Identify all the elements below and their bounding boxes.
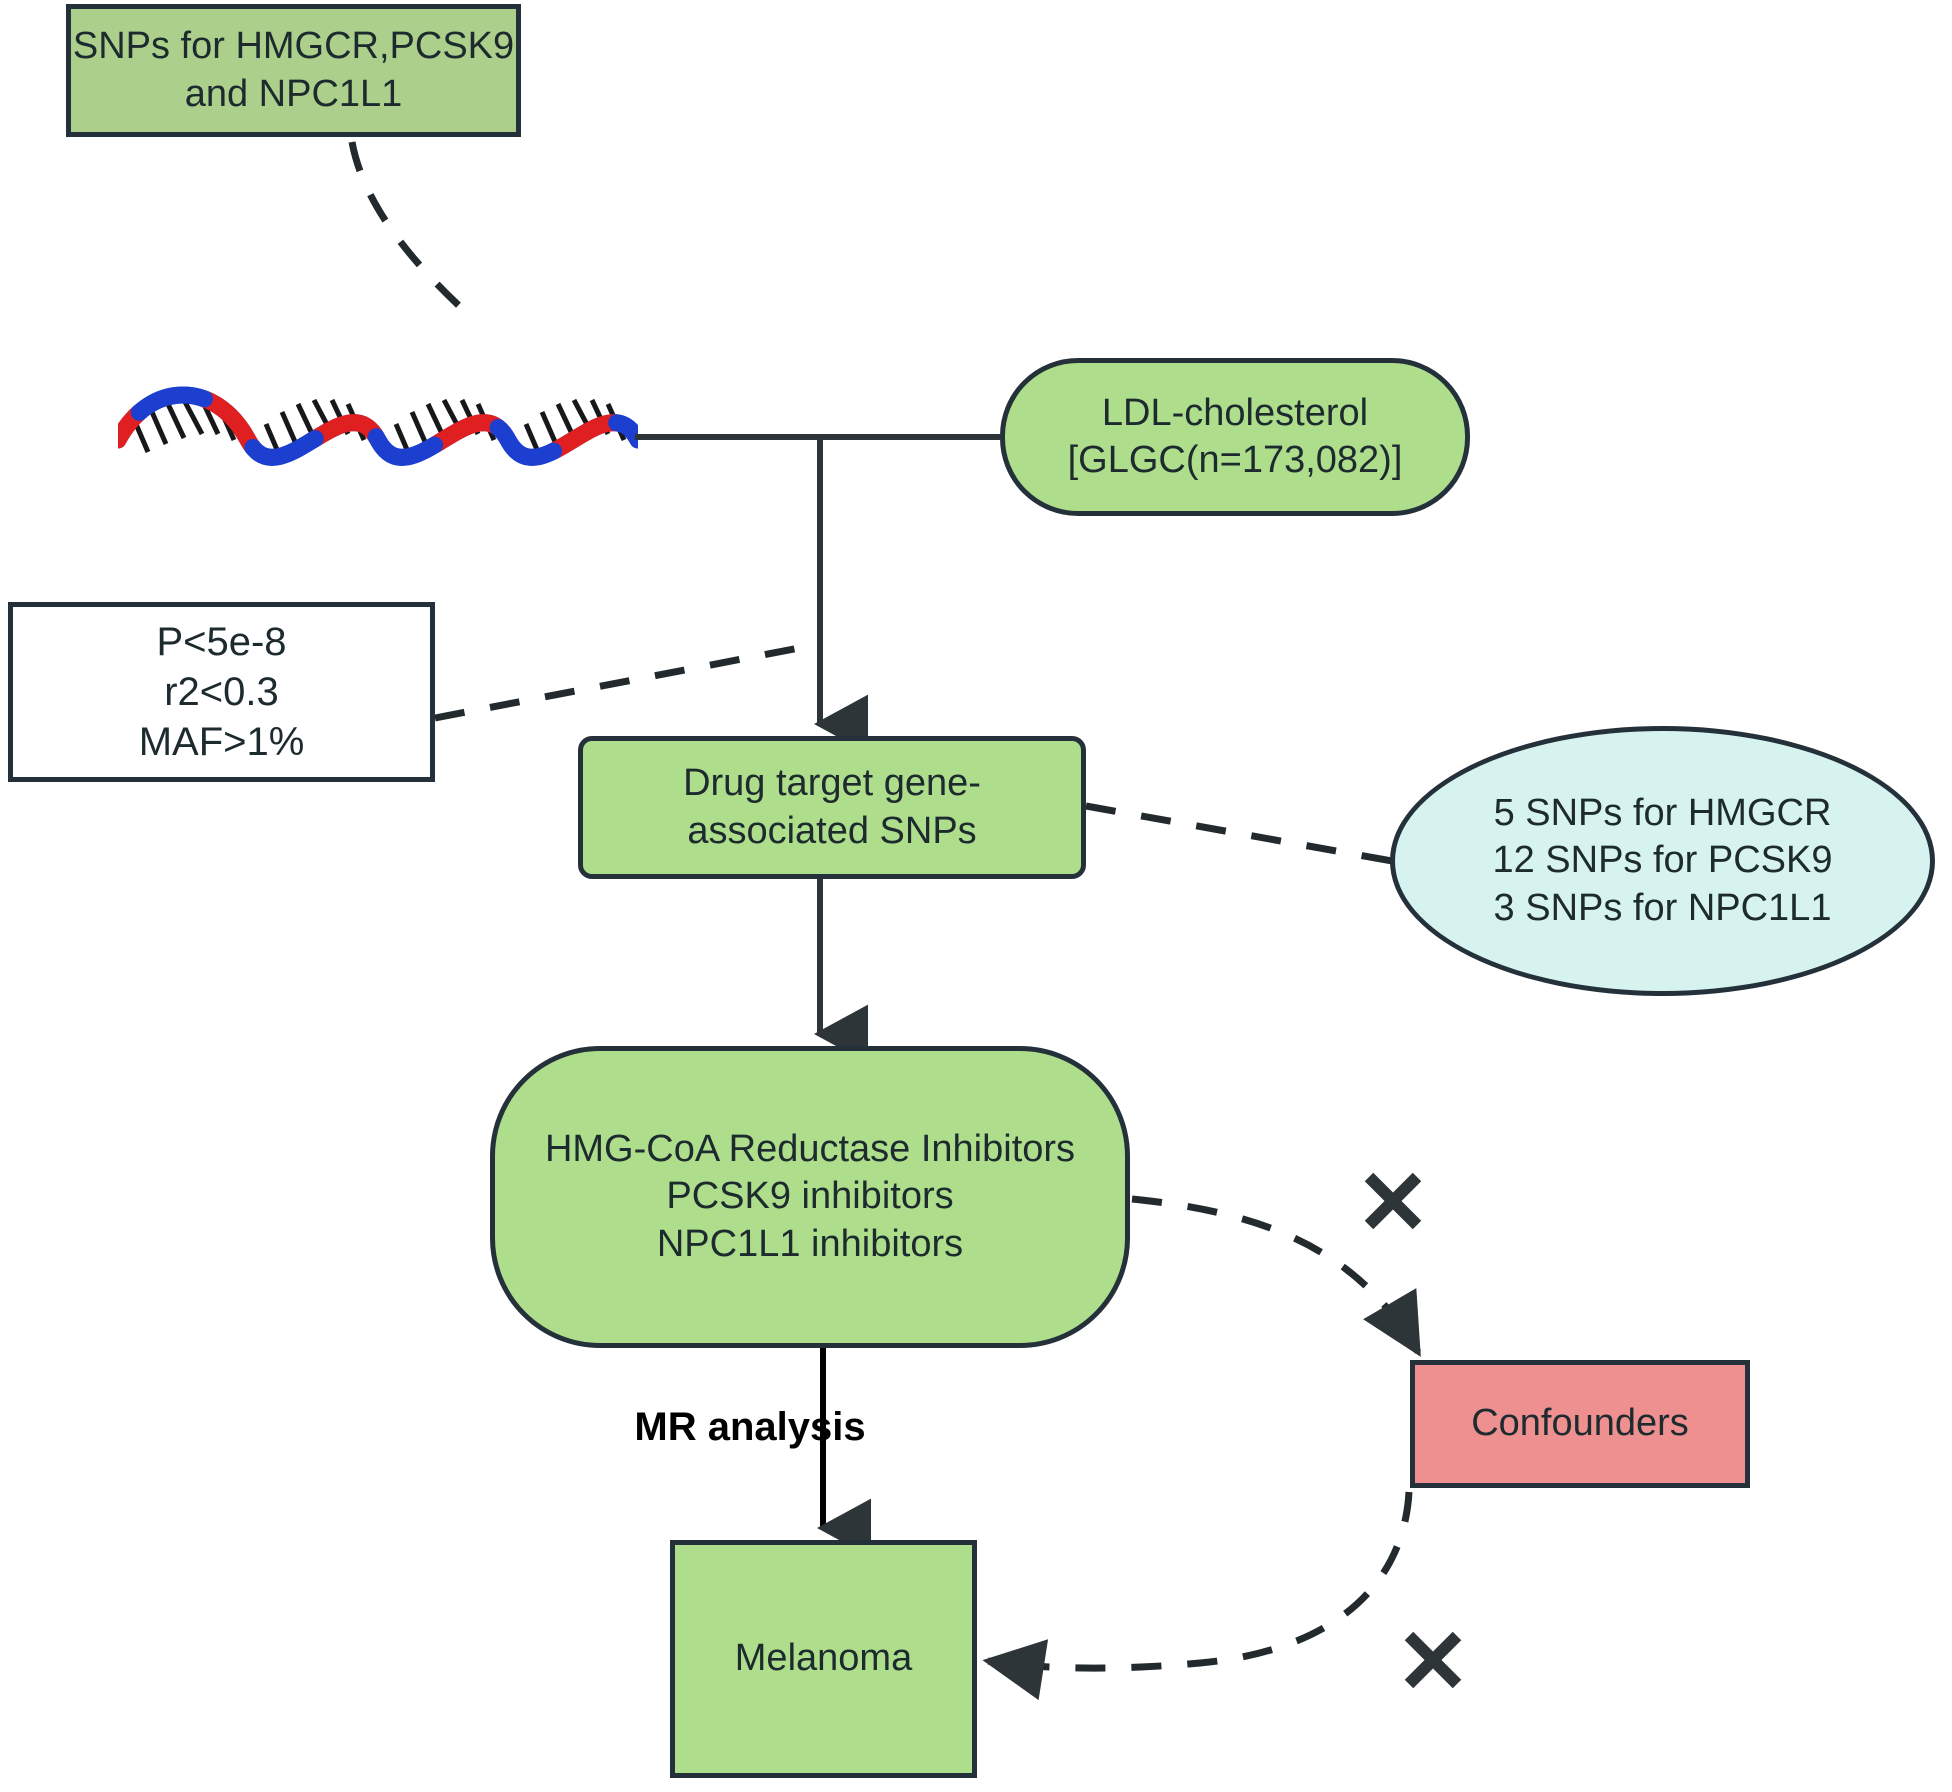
- edge-snps-to-dna: [348, 141, 473, 319]
- node-snp-counts: 5 SNPs for HMGCR 12 SNPs for PCSK9 3 SNP…: [1390, 726, 1935, 996]
- edge-label-mr-analysis: MR analysis: [634, 1405, 866, 1449]
- node-snps-source: SNPs for HMGCR,PCSK9 and NPC1L1: [66, 4, 521, 137]
- node-ldl-cholesterol: LDL-cholesterol [GLGC(n=173,082)]: [1000, 358, 1470, 516]
- edge-filters-to-drug-target: [434, 640, 821, 722]
- edge-inhibitors-to-confounders: [1131, 1195, 1422, 1357]
- node-instrument-filters: P<5e-8 r2<0.3 MAF>1%: [8, 602, 435, 782]
- node-melanoma: Melanoma: [670, 1540, 977, 1778]
- node-drug-target-snps: Drug target gene- associated SNPs: [578, 736, 1086, 879]
- edge-drug-target-to-snp-counts: [1085, 802, 1393, 865]
- cross-block-icon-lower: [1404, 1631, 1462, 1689]
- node-inhibitors: HMG-CoA Reductase Inhibitors PCSK9 inhib…: [490, 1046, 1130, 1348]
- cross-block-icon-upper: [1364, 1172, 1422, 1230]
- dna-helix-icon: [118, 378, 638, 483]
- edge-confounders-to-melanoma: [982, 1491, 1413, 1701]
- node-confounders: Confounders: [1410, 1360, 1750, 1488]
